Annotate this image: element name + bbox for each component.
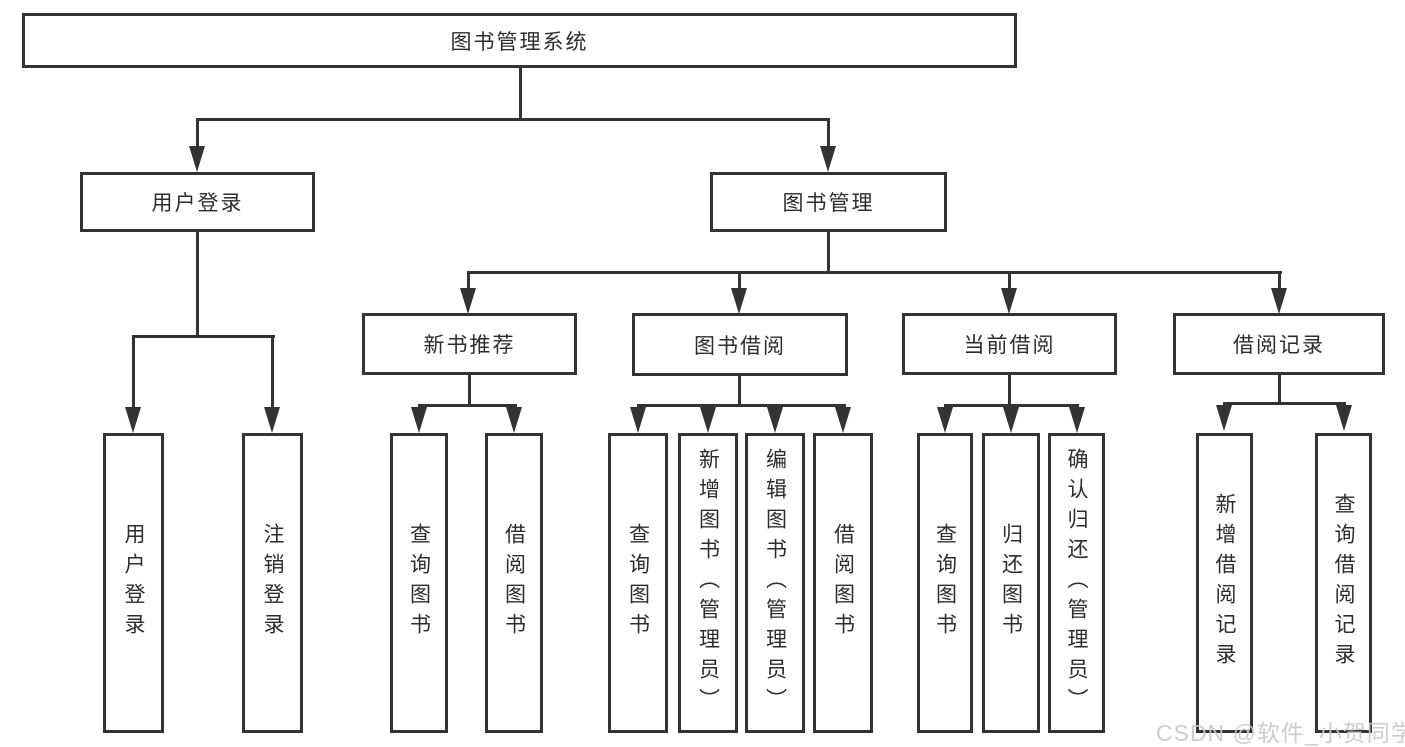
connector-line	[1278, 271, 1281, 290]
connector-line	[271, 335, 274, 409]
connector-line	[1008, 271, 1011, 290]
leaf-cb-query-books-label: 查询图书	[933, 523, 957, 643]
leaf-br-query-record-label: 查询借阅记录	[1332, 493, 1355, 673]
leaf-cb-return-books: 归还图书	[982, 433, 1040, 733]
connector-arrow-icon	[731, 288, 747, 314]
leaf-bb-edit-books: 编辑图书（管理员）	[745, 433, 805, 733]
connector-line	[467, 271, 1282, 274]
connector-arrow-icon	[820, 146, 836, 172]
connector-arrow-icon	[189, 146, 205, 172]
connector-line	[827, 118, 830, 148]
leaf-cb-query-books: 查询图书	[917, 433, 973, 733]
leaf-br-add-record-label: 新增借阅记录	[1213, 493, 1236, 673]
node-root-label: 图书管理系统	[450, 30, 589, 54]
leaf-user-login-label: 用户登录	[122, 523, 145, 643]
connector-arrow-icon	[630, 407, 646, 433]
leaf-nb-borrow-books-label: 借阅图书	[502, 523, 526, 643]
connector-line	[827, 232, 830, 274]
node-book-management-label: 图书管理	[782, 192, 875, 215]
leaf-logout: 注销登录	[242, 433, 303, 733]
connector-line	[468, 375, 471, 406]
leaf-bb-add-books: 新增图书（管理员）	[678, 433, 738, 733]
connector-line	[637, 404, 846, 407]
leaf-cb-return-books-label: 归还图书	[999, 523, 1023, 643]
node-root: 图书管理系统	[22, 13, 1017, 68]
connector-arrow-icon	[125, 407, 141, 433]
connector-arrow-icon	[1069, 407, 1085, 433]
connector-line	[738, 271, 741, 290]
leaf-bb-query-books: 查询图书	[608, 433, 668, 733]
leaf-br-query-record: 查询借阅记录	[1315, 433, 1372, 733]
leaf-user-login: 用户登录	[103, 433, 164, 733]
node-book-borrow-label: 图书借阅	[694, 334, 786, 358]
connector-line	[196, 118, 830, 121]
leaf-cb-confirm-return-label: 确认归还（管理员）	[1065, 448, 1088, 718]
node-user-login-label: 用户登录	[151, 192, 244, 215]
node-book-management: 图书管理	[710, 172, 947, 232]
leaf-nb-query-books: 查询图书	[390, 433, 448, 733]
connector-arrow-icon	[1216, 405, 1232, 431]
connector-line	[418, 404, 517, 407]
node-borrow-records: 借阅记录	[1173, 313, 1385, 375]
connector-line	[132, 335, 135, 409]
connector-line	[196, 232, 199, 338]
connector-line	[132, 335, 275, 338]
leaf-cb-confirm-return: 确认归还（管理员）	[1048, 433, 1105, 733]
leaf-nb-query-books-label: 查询图书	[407, 523, 431, 643]
leaf-bb-borrow-books: 借阅图书	[813, 433, 873, 733]
connector-line	[519, 68, 522, 120]
connector-arrow-icon	[1271, 288, 1287, 314]
connector-line	[467, 271, 470, 290]
leaf-bb-borrow-books-label: 借阅图书	[831, 523, 855, 643]
node-book-borrow: 图书借阅	[632, 313, 848, 376]
csdn-watermark: CSDN @软件_小贺同学	[1156, 720, 1405, 746]
connector-line	[1223, 402, 1346, 405]
leaf-logout-label: 注销登录	[261, 523, 284, 643]
node-user-login: 用户登录	[80, 172, 315, 232]
leaf-br-add-record: 新增借阅记录	[1196, 433, 1253, 733]
node-new-book-recommend-label: 新书推荐	[423, 334, 516, 357]
connector-arrow-icon	[835, 407, 851, 433]
node-current-borrow-label: 当前借阅	[963, 334, 1056, 357]
connector-arrow-icon	[506, 407, 522, 433]
connector-line	[1008, 375, 1011, 406]
connector-arrow-icon	[460, 288, 476, 314]
node-borrow-records-label: 借阅记录	[1233, 334, 1325, 357]
connector-line	[738, 376, 741, 406]
connector-arrow-icon	[700, 407, 716, 433]
leaf-bb-add-books-label: 新增图书（管理员）	[696, 448, 720, 718]
connector-arrow-icon	[937, 407, 953, 433]
leaf-bb-edit-books-label: 编辑图书（管理员）	[763, 448, 787, 718]
node-current-borrow: 当前借阅	[902, 313, 1117, 375]
connector-arrow-icon	[1001, 288, 1017, 314]
connector-arrow-icon	[767, 407, 783, 433]
leaf-nb-borrow-books: 借阅图书	[485, 433, 543, 733]
connector-line	[944, 404, 1079, 407]
connector-arrow-icon	[411, 407, 427, 433]
connector-arrow-icon	[1003, 407, 1019, 433]
connector-arrow-icon	[264, 407, 280, 433]
leaf-bb-query-books-label: 查询图书	[626, 523, 650, 643]
connector-line	[196, 118, 199, 148]
node-new-book-recommend: 新书推荐	[362, 313, 577, 375]
connector-line	[1278, 375, 1281, 404]
connector-arrow-icon	[1336, 405, 1352, 431]
